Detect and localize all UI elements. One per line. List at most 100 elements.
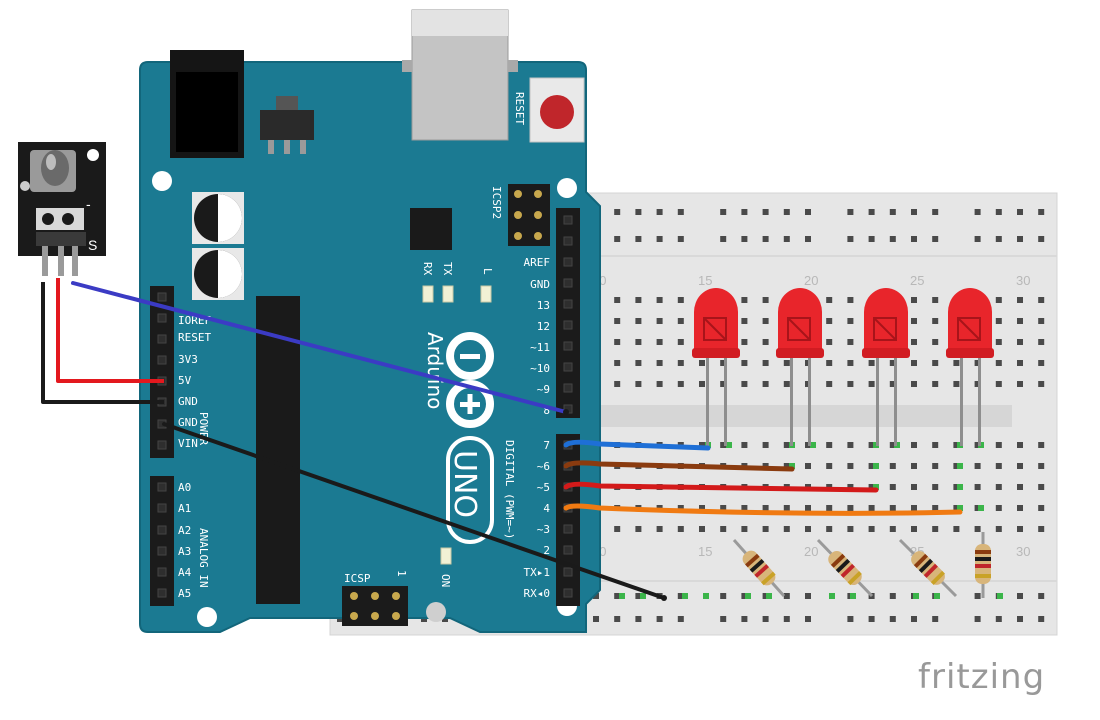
- breadboard-rail-hole: [974, 236, 981, 242]
- analog-pin-labels: A0 A1 A2 A3 A4 A5: [178, 481, 192, 600]
- breadboard-rail-hole: [783, 209, 790, 215]
- breadboard-hole: [826, 505, 833, 511]
- pin-label: ~5: [537, 481, 550, 494]
- breadboard-rail-hole: [1038, 593, 1045, 599]
- wires: [41, 278, 963, 601]
- arduino-uno-board: RESET ICSP2 RX TX L Arduino U: [139, 9, 601, 633]
- pin-label: A4: [178, 566, 192, 579]
- breadboard-hole: [783, 381, 790, 387]
- header-pin: [563, 257, 573, 267]
- breadboard-hole: [995, 339, 1002, 345]
- breadboard-rail-hole: [656, 209, 663, 215]
- breadboard-hole: [932, 463, 939, 469]
- breadboard-hole: [783, 505, 790, 511]
- breadboard-hole: [932, 381, 939, 387]
- breadboard-hole: [868, 463, 875, 469]
- breadboard-hole: [720, 360, 727, 366]
- breadboard-hole: [889, 484, 896, 490]
- pin-label: A0: [178, 481, 191, 494]
- breadboard-rail-hole: [995, 236, 1002, 242]
- header-pin: [563, 299, 573, 309]
- breadboard-hole-active: [850, 593, 856, 599]
- breadboard-rail-hole: [1017, 236, 1023, 242]
- breadboard-hole: [974, 484, 981, 490]
- fritzing-logo: fritzing: [918, 657, 1045, 697]
- breadboard-hole: [614, 360, 621, 366]
- col-number: 20: [804, 273, 818, 288]
- usb-chip: [410, 208, 452, 250]
- breadboard-rail-hole: [677, 616, 684, 622]
- breadboard-hole: [911, 505, 917, 511]
- breadboard-hole: [995, 442, 1002, 448]
- breadboard-hole: [847, 360, 854, 366]
- breadboard-hole: [741, 318, 748, 324]
- analog-header: [150, 476, 174, 606]
- breadboard-rail-hole: [889, 209, 896, 215]
- header-pin: [157, 292, 167, 302]
- breadboard-hole: [635, 318, 642, 324]
- breadboard-rail-hole: [614, 236, 621, 242]
- mounting-hole: [426, 602, 446, 622]
- reset-button[interactable]: [529, 77, 585, 143]
- breadboard-hole: [889, 505, 896, 511]
- breadboard-hole: [1038, 297, 1045, 303]
- breadboard-hole: [1017, 484, 1023, 490]
- breadboard-hole: [720, 526, 727, 532]
- breadboard-hole: [826, 297, 833, 303]
- breadboard-hole: [932, 526, 939, 532]
- breadboard-rail-hole: [1017, 616, 1023, 622]
- breadboard-hole: [677, 505, 684, 511]
- breadboard-hole: [699, 526, 705, 532]
- breadboard-hole: [656, 339, 663, 345]
- breadboard-hole: [995, 505, 1002, 511]
- breadboard-rail-hole: [868, 209, 875, 215]
- pin-label: ~3: [537, 523, 550, 536]
- red-led: [946, 288, 994, 446]
- breadboard-hole: [847, 339, 854, 345]
- breadboard-rail-hole: [635, 236, 642, 242]
- breadboard-hole: [995, 463, 1002, 469]
- mounting-hole: [152, 171, 172, 191]
- header-pin: [157, 313, 167, 323]
- breadboard-hole: [826, 381, 833, 387]
- breadboard-rail-hole: [635, 209, 642, 215]
- breadboard-hole: [1038, 339, 1045, 345]
- pin-label: GND: [178, 416, 198, 429]
- breadboard-hole: [847, 505, 854, 511]
- breadboard-hole: [762, 381, 769, 387]
- breadboard-hole: [699, 505, 705, 511]
- breadboard-hole: [656, 297, 663, 303]
- breadboard-hole: [826, 463, 833, 469]
- mounting-hole: [197, 607, 217, 627]
- breadboard-hole: [635, 339, 642, 345]
- breadboard-hole: [614, 381, 621, 387]
- breadboard-hole-active: [766, 593, 772, 599]
- breadboard-hole: [699, 381, 705, 387]
- digital-header-bottom: [556, 434, 580, 606]
- breadboard-hole: [889, 463, 896, 469]
- breadboard-hole: [911, 484, 917, 490]
- reset-label: RESET: [513, 92, 526, 125]
- header-pin: [157, 546, 167, 556]
- breadboard-rail-hole: [805, 616, 811, 622]
- breadboard-rail-hole: [1038, 209, 1045, 215]
- pin-label: 8: [543, 404, 550, 417]
- breadboard-rail-hole: [614, 209, 621, 215]
- rx-led: [422, 285, 434, 303]
- pin-label: AREF: [524, 256, 551, 269]
- tx-label: TX: [441, 262, 454, 276]
- resistor: [975, 532, 991, 598]
- breadboard-hole: [614, 318, 621, 324]
- breadboard-hole-active: [934, 593, 940, 599]
- power-pin-labels: IOREF RESET 3V3 5V GND GND VIN: [178, 314, 211, 450]
- header-pin: [157, 588, 167, 598]
- breadboard-hole: [889, 442, 896, 448]
- breadboard-hole: [868, 381, 875, 387]
- breadboard-hole: [932, 360, 939, 366]
- breadboard-hole: [677, 318, 684, 324]
- header-pin: [563, 383, 573, 393]
- breadboard-hole: [805, 463, 811, 469]
- breadboard-rail-hole: [868, 616, 875, 622]
- breadboard-hole: [699, 360, 705, 366]
- l-led: [480, 285, 492, 303]
